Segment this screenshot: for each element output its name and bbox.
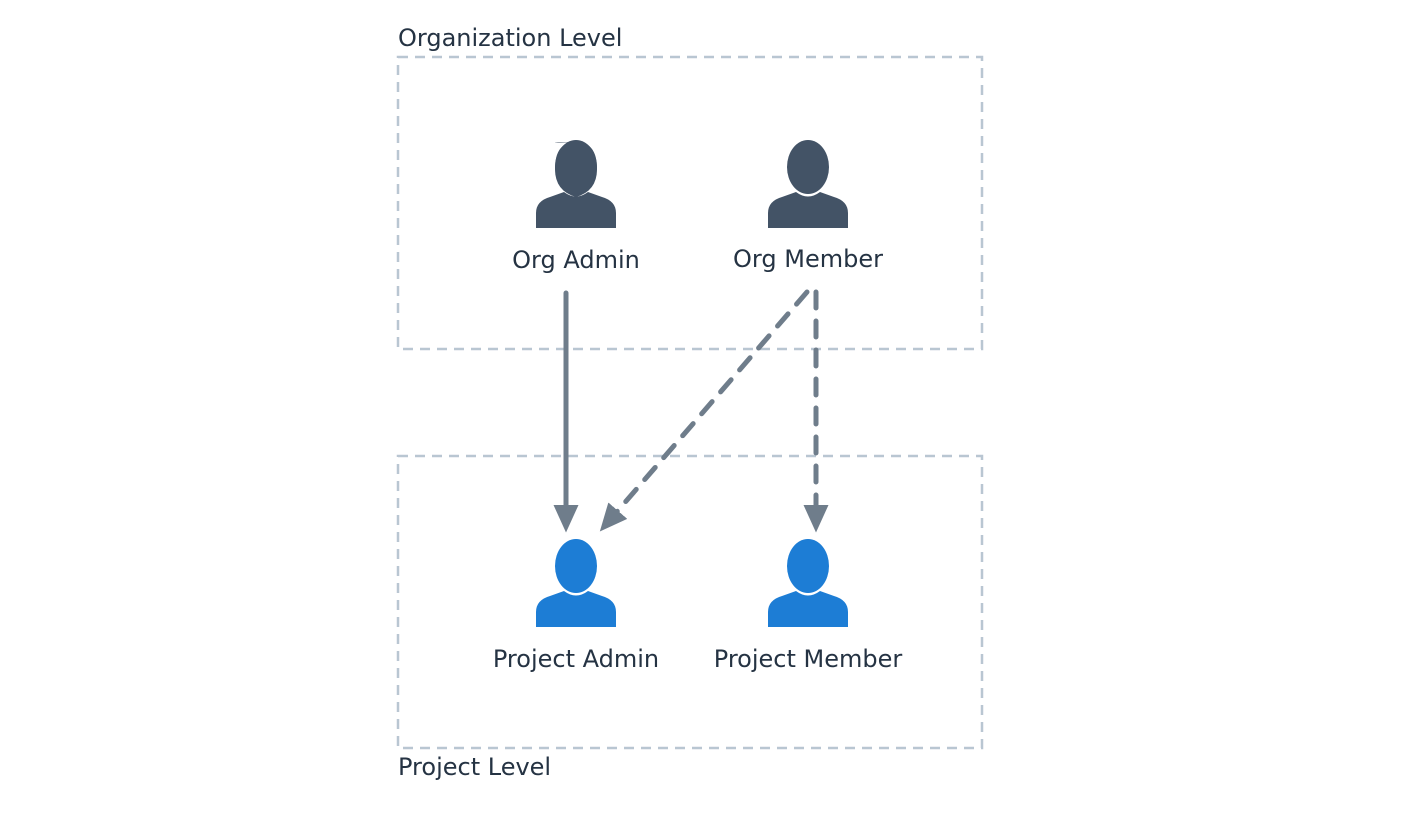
project-admin-label: Project Admin [492,645,660,673]
project-admin-user-icon [536,539,616,627]
org-member-user-icon [768,140,848,228]
project-member-label: Project Member [713,645,903,673]
project-level-label: Project Level [398,753,552,781]
project-member-user-icon [768,539,848,627]
org-admin-label: Org Admin [512,246,640,274]
org-member-label: Org Member [733,245,883,273]
org-member-to-project-admin-arrow [599,289,810,532]
organization-level-box [396,55,984,351]
project-level-box [396,454,984,750]
org-admin-user-icon [536,140,616,228]
organization-level-label: Organization Level [398,24,623,52]
